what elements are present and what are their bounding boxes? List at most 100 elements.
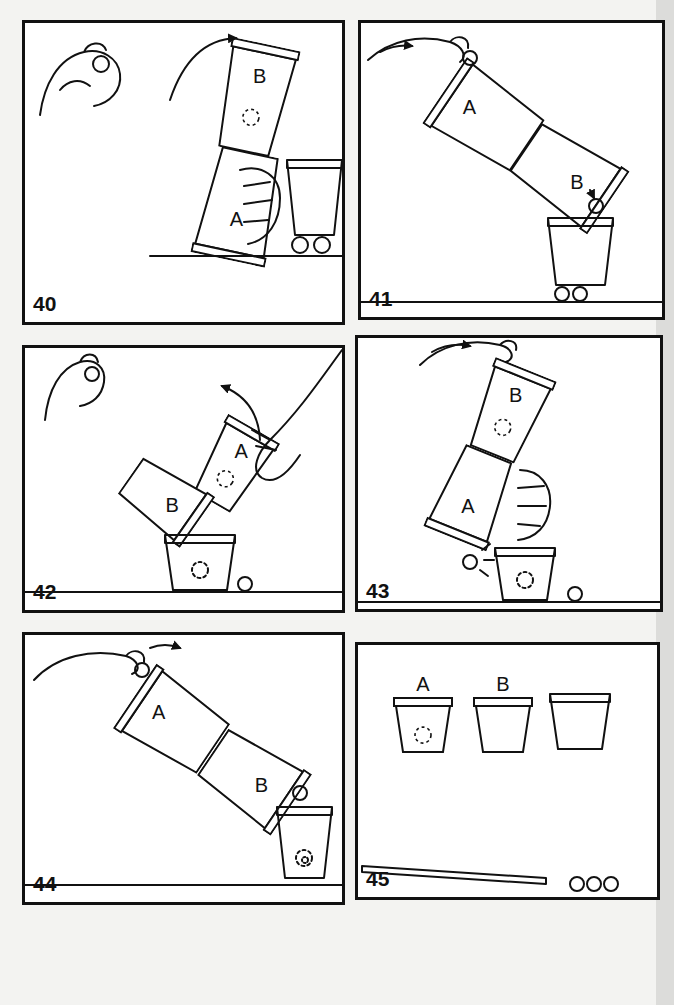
table-edge — [357, 601, 661, 603]
cup-shape — [193, 723, 310, 835]
cup-outline — [113, 450, 216, 548]
table-edge — [24, 591, 343, 593]
hand — [518, 470, 550, 540]
cup-rim — [264, 770, 311, 834]
motion-arrow — [170, 38, 236, 100]
cup-shape — [474, 698, 532, 752]
hidden-ball — [296, 850, 312, 866]
cup-shape — [425, 442, 520, 550]
hand — [240, 168, 280, 244]
ball — [238, 577, 252, 591]
cup-shape — [114, 451, 214, 546]
table-edge — [24, 884, 343, 886]
cup: B — [209, 37, 300, 159]
ball — [463, 555, 477, 569]
panel-number: 41 — [369, 287, 392, 311]
hidden-ball — [415, 727, 431, 743]
motion-arrow — [380, 46, 412, 52]
cup-rim — [192, 243, 266, 266]
glass — [287, 160, 342, 235]
panel-number: 43 — [366, 579, 389, 603]
cup-rim — [474, 698, 532, 706]
cup-body — [195, 146, 284, 258]
cup-letter: B — [496, 673, 509, 695]
cup-rim — [580, 167, 628, 233]
hidden-ball — [302, 857, 308, 863]
ball — [573, 287, 587, 301]
cup-letter: A — [461, 495, 474, 517]
magic-wand — [362, 866, 546, 884]
cup-body — [396, 706, 450, 752]
glass — [165, 535, 235, 590]
drawing — [24, 37, 663, 891]
cup-rim — [231, 38, 299, 60]
cup — [550, 694, 610, 749]
cup-rim — [493, 358, 555, 389]
ball — [85, 367, 99, 381]
hand — [420, 341, 516, 365]
panel-frame: 41 A B — [358, 20, 665, 320]
cup-letter: B — [570, 171, 583, 193]
panel-number: 45 — [366, 867, 389, 891]
panel-frame: 40 B A — [22, 20, 345, 325]
glass — [495, 548, 555, 600]
cup: B — [473, 673, 533, 753]
ball — [293, 786, 307, 800]
motion-arrow — [150, 645, 180, 648]
cup-letter: B — [165, 494, 178, 516]
cup-letter: B — [253, 65, 266, 87]
cup-rim — [394, 698, 452, 706]
cup-letter: A — [230, 208, 243, 230]
cup-outline — [393, 697, 453, 753]
hand — [34, 651, 144, 680]
cup-letter: A — [463, 96, 476, 118]
cup-shape — [192, 145, 287, 266]
ball — [604, 877, 618, 891]
panel-frame: 44AB — [22, 632, 345, 905]
panel-number: 40 — [33, 292, 56, 316]
cup: B — [113, 450, 216, 548]
panel-frame: 42AB — [22, 345, 345, 613]
cup-shape — [394, 698, 452, 752]
cup-letter: B — [509, 384, 522, 406]
glass — [548, 218, 613, 285]
hidden-ball — [492, 417, 513, 438]
ball — [93, 56, 109, 72]
panel-number: 44 — [33, 872, 56, 896]
ball — [314, 237, 330, 253]
ball — [135, 663, 149, 677]
cup: A — [393, 673, 453, 753]
cup: A — [190, 144, 287, 267]
cup-letter: A — [235, 440, 248, 462]
glass — [277, 807, 332, 878]
ball — [292, 237, 308, 253]
ball — [589, 199, 603, 213]
ball — [555, 287, 569, 301]
cup-outline — [209, 37, 300, 159]
hand — [40, 43, 120, 115]
ball — [570, 877, 584, 891]
cup-outline — [473, 697, 533, 753]
table-edge — [360, 301, 663, 303]
hand — [252, 350, 342, 480]
cup-body — [476, 706, 530, 752]
ball — [463, 51, 477, 65]
hidden-ball — [192, 562, 208, 578]
motion-lines — [480, 544, 494, 576]
motion-arrow — [222, 386, 260, 440]
motion-arrow — [590, 190, 594, 198]
cup-body — [194, 724, 302, 828]
panel-frame: 43 B A — [355, 335, 663, 612]
table-edge — [150, 255, 344, 257]
ball — [568, 587, 582, 601]
cup-rim — [425, 518, 489, 550]
panel-frame: 45 A B — [355, 642, 660, 900]
motion-arrow — [432, 345, 470, 352]
hand — [45, 355, 104, 421]
hand — [368, 37, 468, 62]
cup-outline — [190, 144, 287, 267]
cup-letter: A — [152, 701, 165, 723]
hidden-ball — [517, 572, 533, 588]
